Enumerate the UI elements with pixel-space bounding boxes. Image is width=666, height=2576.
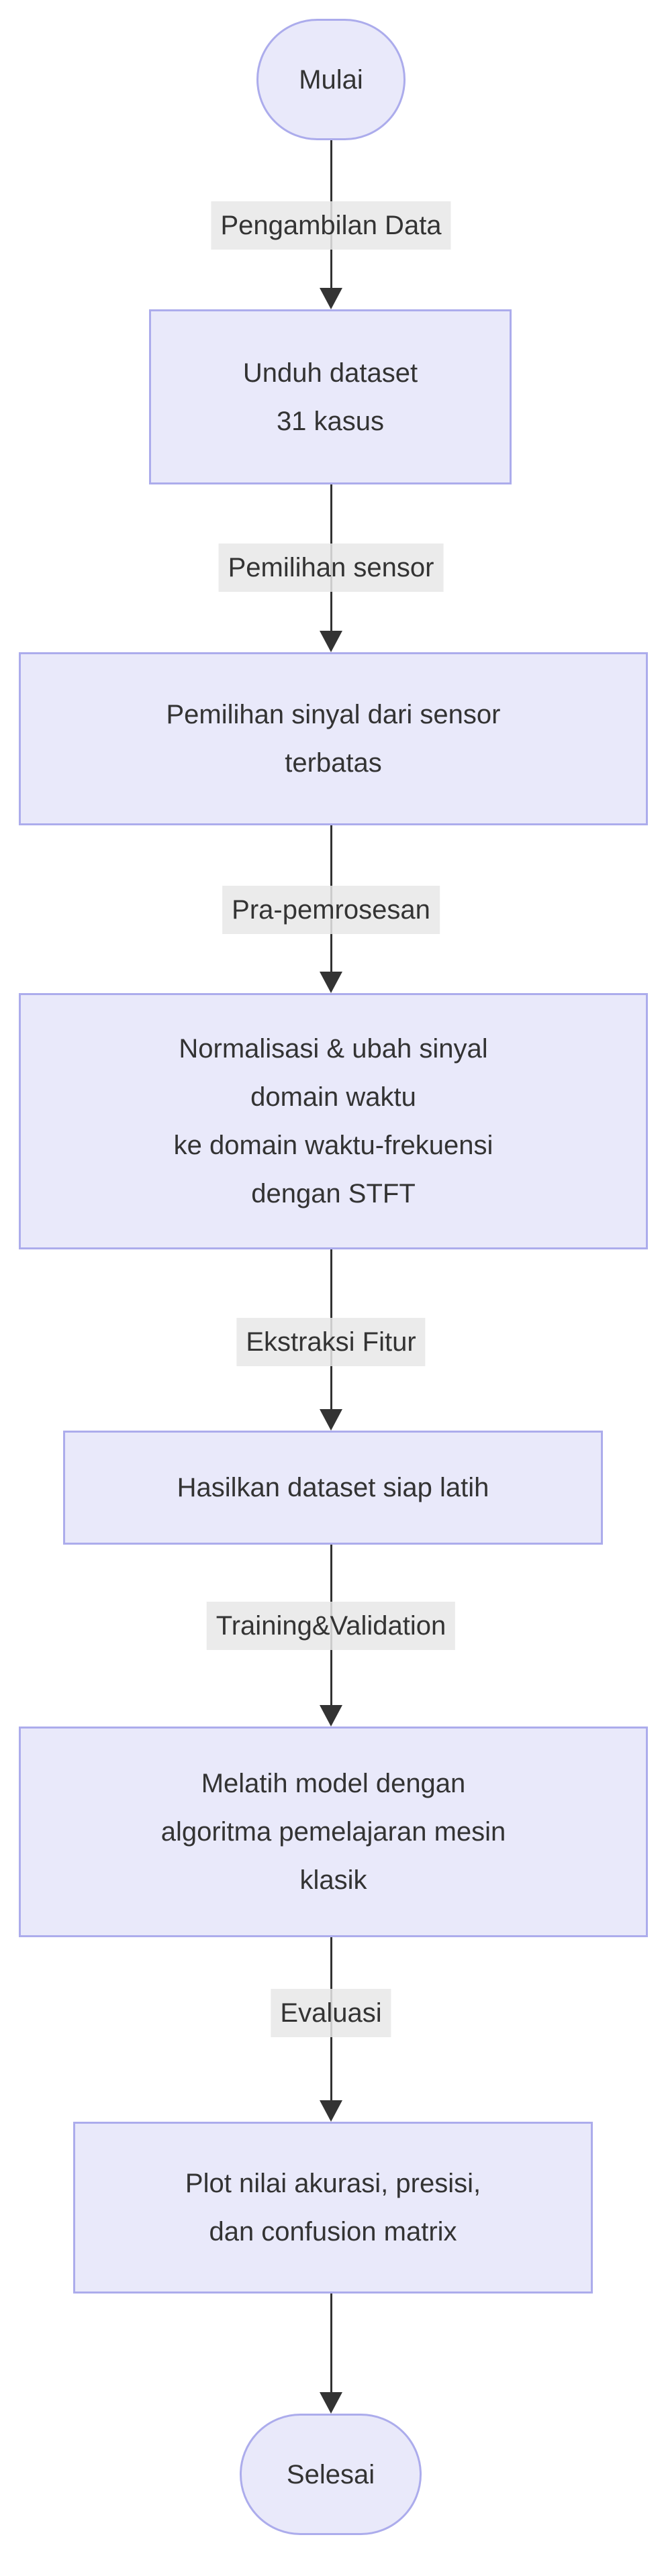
arrowhead-icon	[320, 631, 342, 652]
arrowhead-icon	[320, 2100, 342, 2122]
node-label-line: domain waktu	[250, 1082, 416, 1112]
node-label-line: Hasilkan dataset siap latih	[177, 1473, 489, 1502]
node-label-line: Melatih model dengan	[201, 1769, 466, 1798]
node-label-line: Pemilihan sinyal dari sensor	[166, 700, 501, 729]
arrowhead-icon	[320, 2392, 342, 2414]
node-plot-results: Plot nilai akurasi, presisi, dan confusi…	[73, 2122, 593, 2294]
node-label-line: klasik	[299, 1865, 367, 1895]
edge-label-pemilihan-sensor: Pemilihan sensor	[218, 544, 444, 592]
edge-line	[330, 2294, 332, 2392]
edge-label-ekstraksi-fitur: Ekstraksi Fitur	[236, 1318, 426, 1366]
node-label-line: Normalisasi & ubah sinyal	[179, 1034, 488, 1064]
edge-label-pra-pemrosesan: Pra-pemrosesan	[222, 886, 440, 934]
node-dataset-ready: Hasilkan dataset siap latih	[63, 1431, 603, 1545]
node-start: Mulai	[256, 19, 406, 140]
node-train-model: Melatih model dengan algoritma pemelajar…	[19, 1727, 648, 1937]
node-label-line: 31 kasus	[276, 406, 385, 436]
node-label-line: dan confusion matrix	[209, 2217, 457, 2247]
edge-arrow-7	[320, 2294, 342, 2414]
arrowhead-icon	[320, 1705, 342, 1727]
node-start-label: Mulai	[299, 64, 363, 95]
node-label-line: ke domain waktu-frekuensi	[173, 1131, 493, 1160]
node-label-line: terbatas	[285, 748, 382, 778]
node-label-line: Unduh dataset	[242, 358, 418, 388]
node-label-line: dengan STFT	[251, 1179, 416, 1208]
arrowhead-icon	[320, 1409, 342, 1431]
arrowhead-icon	[320, 288, 342, 309]
node-sensor-selection: Pemilihan sinyal dari sensor terbatas	[19, 652, 648, 825]
edge-label-pengambilan-data: Pengambilan Data	[211, 201, 451, 250]
node-preprocessing: Normalisasi & ubah sinyal domain waktu k…	[19, 993, 648, 1249]
node-label-line: Plot nilai akurasi, presisi,	[185, 2169, 481, 2198]
arrowhead-icon	[320, 972, 342, 993]
edge-label-training-validation: Training&Validation	[206, 1602, 456, 1650]
node-end-label: Selesai	[286, 2459, 375, 2489]
edge-label-evaluasi: Evaluasi	[271, 1989, 391, 2037]
node-download-dataset: Unduh dataset 31 kasus	[149, 309, 512, 484]
node-end: Selesai	[240, 2414, 422, 2535]
node-label-line: algoritma pemelajaran mesin	[160, 1817, 506, 1847]
